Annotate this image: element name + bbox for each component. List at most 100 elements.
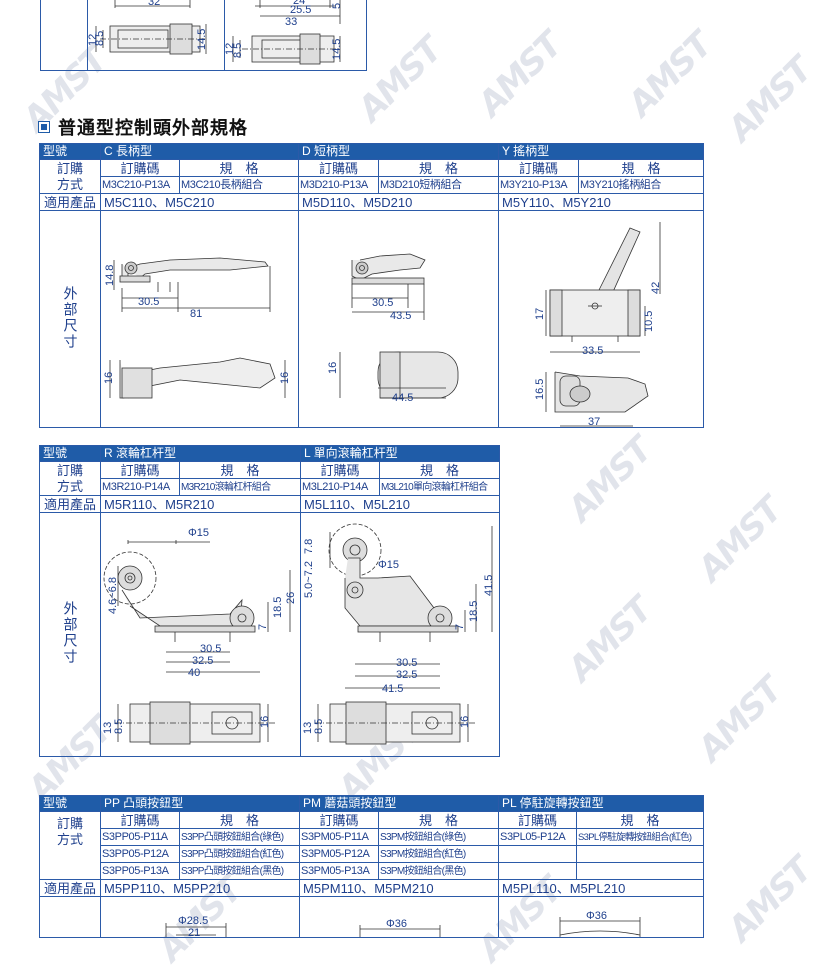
order-code-pm-red: S3PM05-P12A bbox=[299, 845, 380, 863]
dim-l-7-8: 7.8 bbox=[303, 539, 315, 554]
dim-d-16: 16 bbox=[327, 362, 339, 374]
section-title: 普通型控制頭外部規格 bbox=[58, 118, 248, 138]
dim-l-8-5: 8.5 bbox=[313, 719, 325, 734]
applicable-r: M5R110、M5R210 bbox=[99, 495, 302, 513]
header-model: 型號 bbox=[39, 143, 101, 160]
dim-top-5: 5 bbox=[331, 3, 343, 9]
dim-y-42: 42 bbox=[650, 282, 662, 294]
sub-spec: 規 格 bbox=[576, 811, 705, 829]
empty-cell bbox=[498, 845, 578, 863]
dim-y-37: 37 bbox=[588, 416, 600, 428]
dim-c-16b: 16 bbox=[279, 372, 291, 384]
dim-pm-phi36: Φ36 bbox=[386, 918, 407, 930]
applicable-d: M5D110、M5D210 bbox=[298, 193, 500, 211]
dim-d-43-5: 43.5 bbox=[390, 310, 411, 322]
spec-pp-black: S3PP凸頭按鈕組合(黑色) bbox=[178, 862, 301, 880]
dim-top-8-5b: 8.5 bbox=[232, 43, 244, 58]
dim-l-13: 13 bbox=[302, 722, 314, 734]
dim-r-7: 7 bbox=[257, 624, 269, 630]
header-model: 型號 bbox=[39, 445, 101, 462]
order-code-pm-green: S3PM05-P11A bbox=[299, 828, 380, 846]
dim-l-32-5: 32.5 bbox=[396, 669, 417, 681]
spec-table-2: 型號 R 滾輪杠杆型 L 單向滾輪杠杆型 訂購方式 訂購碼 規 格 訂購碼 規 … bbox=[39, 445, 501, 757]
dim-r-13: 13 bbox=[102, 722, 114, 734]
label-applicable: 適用產品 bbox=[39, 495, 101, 513]
spec-pp-green: S3PP凸頭按鈕組合(綠色) bbox=[178, 828, 301, 846]
spec-table-3: 型號 PP 凸頭按鈕型 PM 蘑菇頭按鈕型 PL 停駐旋轉按鈕型 訂購方式 訂購… bbox=[39, 795, 705, 938]
dim-r-18-5: 18.5 bbox=[272, 597, 284, 618]
dim-top-12b: 12 bbox=[224, 43, 236, 55]
spec-pm-red: S3PM按鈕組合(紅色) bbox=[378, 845, 500, 863]
drawing-cell-pp bbox=[99, 896, 301, 938]
drawing-d-short-lever: 30.5 43.5 16 44.5 bbox=[327, 253, 459, 404]
drawing-l-one-way-roller-lever: 7.8 5.0~7.2 Φ15 41.5 18.5 7 30.5 32.5 41… bbox=[302, 523, 495, 745]
order-code-pm-black: S3PM05-P13A bbox=[299, 862, 380, 880]
applicable-c: M5C110、M5C210 bbox=[99, 193, 300, 211]
dim-top-8-5: 8.5 bbox=[94, 31, 106, 46]
dim-l-41-5a: 41.5 bbox=[483, 575, 495, 596]
spec-pm-green: S3PM按鈕組合(綠色) bbox=[378, 828, 500, 846]
label-order-method: 訂購方式 bbox=[39, 159, 101, 194]
top-partial-divider-left bbox=[87, 0, 88, 70]
sub-spec: 規 格 bbox=[578, 159, 705, 177]
dim-r-40: 40 bbox=[188, 667, 200, 679]
spec-r: M3R210滾輪杠杆組合 bbox=[178, 478, 302, 496]
spec-pp-red: S3PP凸頭按鈕組合(紅色) bbox=[178, 845, 301, 863]
order-code-pp-green: S3PP05-P11A bbox=[100, 828, 180, 846]
dim-l-phi15: Φ15 bbox=[378, 559, 399, 571]
sub-order-code: 訂購碼 bbox=[300, 461, 381, 479]
dim-top-14-5: 14.5 bbox=[196, 29, 208, 50]
sub-spec: 規 格 bbox=[379, 461, 501, 479]
sub-order-code: 訂購碼 bbox=[498, 811, 578, 829]
sub-order-code: 訂購碼 bbox=[299, 811, 380, 829]
dim-top-33: 33 bbox=[285, 16, 297, 28]
order-code-d: M3D210-P13A bbox=[298, 176, 380, 194]
dim-c-14-8: 14.8 bbox=[104, 265, 116, 286]
sub-order-code: 訂購碼 bbox=[100, 811, 180, 829]
label-applicable: 適用產品 bbox=[39, 879, 101, 897]
label-applicable: 適用產品 bbox=[39, 193, 101, 211]
dim-pp-21: 21 bbox=[188, 927, 200, 939]
header-c-type: C 長柄型 bbox=[99, 143, 300, 160]
empty-cell bbox=[576, 862, 705, 880]
applicable-y: M5Y110、M5Y210 bbox=[498, 193, 705, 211]
dim-l-5-0-7-2: 5.0~7.2 bbox=[303, 561, 315, 598]
sub-order-code: 訂購碼 bbox=[100, 461, 180, 479]
order-code-pp-black: S3PP05-P13A bbox=[100, 862, 180, 880]
dim-l-30-5: 30.5 bbox=[396, 657, 417, 669]
dim-c-81: 81 bbox=[190, 308, 202, 320]
order-code-c: M3C210-P13A bbox=[100, 176, 180, 194]
spec-pl-red: S3PL停駐旋轉按鈕組合(紅色) bbox=[576, 828, 705, 846]
sub-order-code: 訂購碼 bbox=[498, 159, 580, 177]
dim-r-32-5: 32.5 bbox=[192, 655, 213, 667]
label-outline-dims: 外部尺寸 bbox=[39, 512, 101, 757]
header-l-type: L 單向滾輪杠杆型 bbox=[300, 445, 501, 462]
sub-spec: 規 格 bbox=[378, 159, 500, 177]
dim-l-16: 16 bbox=[459, 716, 471, 728]
dim-r-phi15: Φ15 bbox=[188, 527, 209, 539]
dim-top-12: 12 bbox=[87, 34, 99, 46]
dim-l-7: 7 bbox=[454, 624, 466, 630]
header-r-type: R 滾輪杠杆型 bbox=[99, 445, 302, 462]
dim-top-32: 32 bbox=[148, 0, 160, 8]
label-outline-dims: 外部尺寸 bbox=[39, 210, 101, 428]
applicable-pp: M5PP110、M5PP210 bbox=[99, 879, 301, 897]
label-order-method: 訂購方式 bbox=[39, 461, 101, 496]
sub-order-code: 訂購碼 bbox=[298, 159, 380, 177]
applicable-l: M5L110、M5L210 bbox=[300, 495, 501, 513]
order-code-pl-red: S3PL05-P12A bbox=[498, 828, 578, 846]
dim-pl-phi36: Φ36 bbox=[586, 910, 607, 922]
empty-cell bbox=[576, 845, 705, 863]
top-partial-drawings: 32 24 25.5 33 5 12 8.5 14.5 12 8.5 14.5 bbox=[87, 0, 343, 65]
dim-pp-phi28-5: Φ28.5 bbox=[178, 915, 208, 927]
dim-r-30-5: 30.5 bbox=[200, 643, 221, 655]
section-bullet-icon bbox=[38, 121, 50, 133]
dim-l-18-5: 18.5 bbox=[468, 601, 480, 622]
drawing-r-roller-lever: Φ15 4.6~6.8 18.5 26 7 30.5 32.5 40 13 8.… bbox=[102, 527, 297, 745]
order-code-l: M3L210-P14A bbox=[300, 478, 381, 496]
drawing-cell-pm bbox=[299, 896, 500, 938]
dim-top-14-5b: 14.5 bbox=[331, 39, 343, 60]
sub-order-code: 訂購碼 bbox=[100, 159, 180, 177]
spec-l: M3L210單向滾輪杠杆組合 bbox=[379, 478, 501, 496]
header-pp-type: PP 凸頭按鈕型 bbox=[99, 795, 301, 812]
